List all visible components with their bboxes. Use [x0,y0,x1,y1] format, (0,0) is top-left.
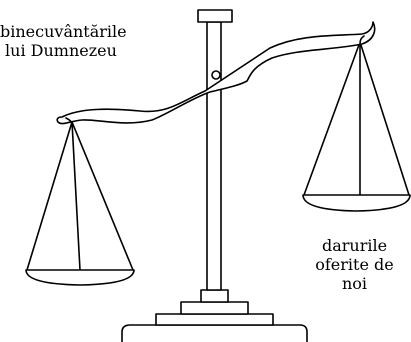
scale-base-step-top [180,301,249,315]
beam-left-hook [65,117,73,125]
left-pan [25,269,135,286]
right-pan-label-line-3: noi [341,274,368,293]
scale-column [206,21,222,291]
left-pan-chains [26,121,134,271]
right-pan-label-line-1: darurile [321,236,388,255]
right-pan-chains [303,41,410,196]
left-pan-label: binecuvântările lui Dumnezeu [0,22,127,60]
right-pan-label: darurile oferite de noi [302,236,407,293]
beam-right-hook [359,35,365,45]
scale-beam [56,21,376,125]
right-pan [302,194,411,212]
scale-base-bottom [121,324,308,342]
scale-base [121,289,308,342]
scale-top-cap [197,9,233,23]
left-pan-label-line-2: lui Dumnezeu [5,41,117,60]
right-pan-label-line-2: oferite de [315,255,394,274]
beam-pivot [211,70,221,80]
left-pan-label-line-1: binecuvântările [0,22,127,41]
scale-base-step-middle [155,313,274,326]
scale-base-collar [200,289,229,303]
